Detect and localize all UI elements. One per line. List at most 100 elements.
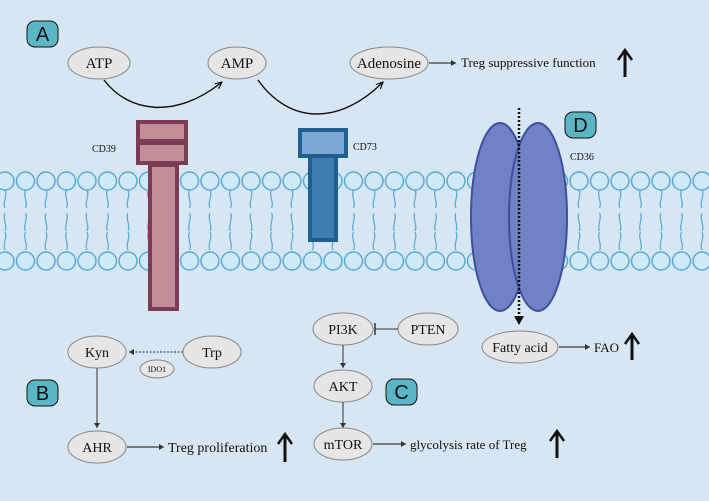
lipid-tail [618,212,622,232]
lipid-tail [208,189,212,209]
lipid-head [282,251,302,271]
lipid-tail [700,231,704,251]
lipid-head [569,251,589,271]
lipid-tail [639,189,642,209]
lipid-tail [188,189,191,209]
lipid-head [569,171,589,191]
up-arrow-icon [276,431,294,462]
lipid-tail [700,212,704,232]
lipid-head [77,171,97,191]
cd36-protein [470,108,568,325]
up-arrow-icon [616,47,634,77]
lipid-tail [413,189,417,209]
lipid-tail [249,231,253,251]
lipid-head [446,171,466,191]
glycolysis-label: glycolysis rate of Treg [410,437,527,452]
lipid-head [15,251,36,271]
panel-a-badge: A [26,20,59,48]
lipid-head [0,171,15,191]
lipid-tail [659,212,663,232]
lipid-tail [44,231,48,251]
lipid-tail [639,231,642,251]
lipid-tail [598,231,601,251]
svg-text:IDO1: IDO1 [148,365,166,374]
lipid-tail [372,189,376,209]
svg-text:AMP: AMP [221,56,254,72]
lipid-tail [659,231,663,251]
fatty-acid-node: Fatty acid [481,330,559,364]
lipid-tail [126,189,130,209]
lipid-tail [24,189,27,209]
lipid-tail [700,189,704,209]
lipid-head [589,171,610,191]
trp-node: Trp [182,335,242,369]
mtor-node: mTOR [313,427,373,461]
svg-text:Kyn: Kyn [85,346,109,361]
cell-membrane [0,171,709,271]
lipid-tail [126,231,130,251]
lipid-tail [65,189,68,209]
amp-to-adenosine-arrow [257,79,383,115]
lipid-tail [290,231,294,251]
lipid-tail [680,212,683,232]
lipid-head [405,251,425,271]
lipid-tail [639,212,642,232]
lipid-tail [393,231,396,251]
lipid-tail [270,189,273,209]
lipid-tail [106,212,109,232]
lipid-head [200,171,220,191]
lipid-head [302,251,323,271]
treg-proliferation-label: Treg proliferation [168,441,267,456]
lipid-tail [454,212,458,232]
svg-text:B: B [36,383,49,405]
svg-text:Fatty acid: Fatty acid [492,341,548,356]
svg-text:Adenosine: Adenosine [357,56,421,72]
svg-text:Trp: Trp [202,346,222,361]
akt-node: AKT [313,369,373,403]
lipid-head [630,251,651,271]
cd73-label: CD73 [353,142,377,153]
svg-text:ATP: ATP [86,56,113,72]
lipid-tail [393,212,396,232]
lipid-tail [85,189,89,209]
lipid-tail [352,189,355,209]
svg-text:AKT: AKT [329,380,358,395]
pten-node: PTEN [397,312,459,346]
lipid-head [200,251,220,271]
lipid-tail [680,189,683,209]
lipid-head [343,171,364,191]
lipid-head [671,171,692,191]
lipid-tail [85,231,89,251]
lipid-tail [290,212,294,232]
lipid-head [77,251,97,271]
lipid-tail [229,231,232,251]
lipid-head [446,251,466,271]
lipid-tail [24,231,27,251]
lipid-head [610,171,630,191]
lipid-head [97,251,118,271]
lipid-tail [270,231,273,251]
svg-text:mTOR: mTOR [324,438,363,453]
lipid-head [179,171,200,191]
lipid-tail [188,212,191,232]
lipid-tail [598,189,601,209]
lipid-tail [413,212,417,232]
lipid-tail [126,212,130,232]
svg-text:D: D [573,115,587,137]
lipid-tail [372,231,376,251]
lipid-tail [577,231,581,251]
svg-text:A: A [36,24,50,46]
fao-label: FAO [594,340,619,355]
lipid-tail [229,212,232,232]
lipid-head [425,251,446,271]
lipid-head [36,251,56,271]
lipid-tail [65,212,68,232]
lipid-tail [413,231,417,251]
lipid-head [261,251,282,271]
lipid-tail [3,189,7,209]
svg-text:PI3K: PI3K [328,323,358,338]
lipid-head [56,171,77,191]
lipid-head [651,251,671,271]
lipid-head [384,171,405,191]
lipid-head [15,171,36,191]
